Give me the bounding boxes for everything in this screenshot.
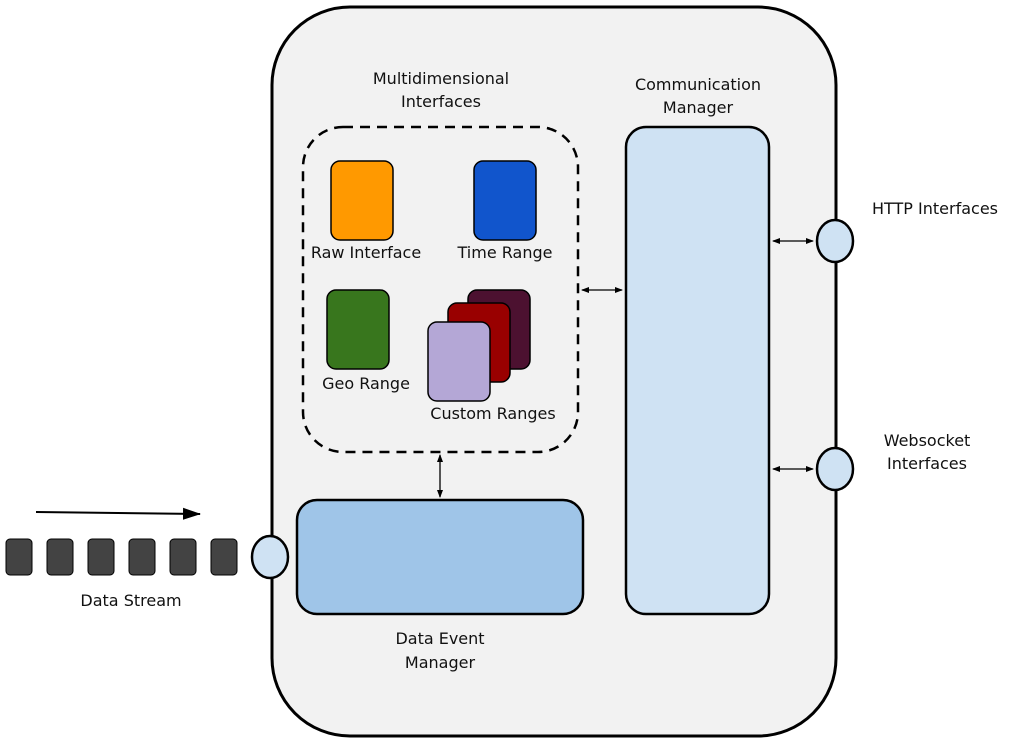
data-stream-label: Data Stream xyxy=(80,591,181,610)
packet xyxy=(87,538,115,576)
packet xyxy=(5,538,33,576)
packet xyxy=(46,538,74,576)
comm-manager-title-line2: Manager xyxy=(663,98,734,117)
comm-manager-title-line1: Communication xyxy=(635,75,761,94)
multidim-interfaces-group xyxy=(301,125,580,454)
geo-range-label: Geo Range xyxy=(322,374,410,393)
dem-title-line1: Data Event xyxy=(395,629,484,648)
websocket-label-line2: Interfaces xyxy=(887,454,967,473)
websocket-label-line1: Websocket xyxy=(884,431,971,450)
communication-manager-block[interactable] xyxy=(624,125,771,616)
dem-title-line2: Manager xyxy=(405,653,476,672)
custom-ranges-label: Custom Ranges xyxy=(430,404,555,423)
raw-interface-label: Raw Interface xyxy=(311,243,421,262)
multidim-title-line2: Interfaces xyxy=(401,92,481,111)
http-port[interactable] xyxy=(815,218,855,264)
data-stream-packets xyxy=(5,538,238,576)
multidim-title-line1: Multidimensional xyxy=(373,69,509,88)
websocket-port[interactable] xyxy=(815,446,855,492)
custom-range-block-front[interactable] xyxy=(427,321,491,402)
http-interfaces-label: HTTP Interfaces xyxy=(872,199,998,218)
time-range-label: Time Range xyxy=(457,243,553,262)
data-event-manager-block[interactable] xyxy=(295,498,585,616)
data-stream-port[interactable] xyxy=(250,534,290,580)
raw-interface-block[interactable] xyxy=(330,160,394,241)
geo-range-block[interactable] xyxy=(326,289,390,370)
time-range-block[interactable] xyxy=(473,160,537,241)
packet xyxy=(210,538,238,576)
data-stream-direction-arrow xyxy=(35,507,201,520)
packet xyxy=(128,538,156,576)
packet xyxy=(169,538,197,576)
